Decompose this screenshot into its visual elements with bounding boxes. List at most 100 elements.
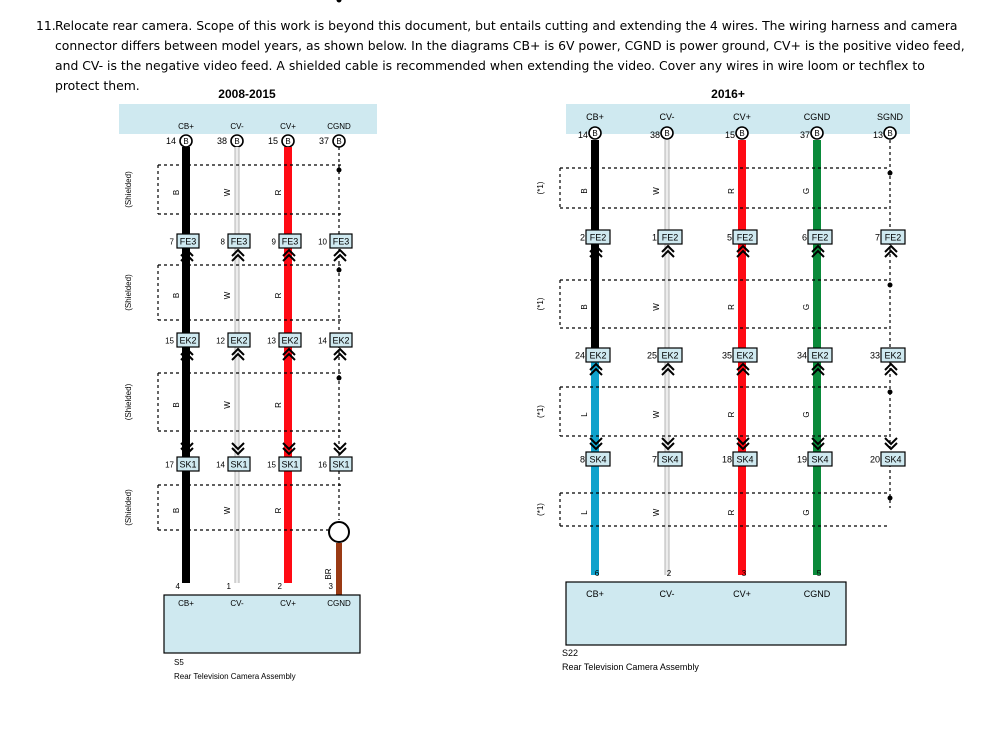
pin-number: 24: [575, 351, 585, 361]
wire-color-code: R: [274, 189, 283, 195]
connector-name: SK1: [332, 460, 349, 470]
pin-number: 15: [268, 136, 278, 146]
pin-number: 3: [742, 569, 747, 578]
connector-box: [657, 229, 683, 245]
pin-letter: B: [183, 137, 188, 146]
connector-box: [880, 229, 906, 245]
up-chevron-icon: [333, 248, 347, 262]
connector-box: [329, 233, 353, 249]
wire-color-code: R: [727, 509, 736, 515]
pin-letter: B: [739, 129, 744, 138]
pin-number: 5: [727, 233, 732, 243]
up-chevron-icon: [333, 347, 347, 361]
connector-name: SK1: [179, 460, 196, 470]
connector-box: [278, 233, 302, 249]
pin-circle: [588, 126, 602, 140]
connector-box: [585, 229, 611, 245]
shield-label: (Shielded): [124, 171, 133, 208]
down-chevron-icon: [736, 437, 750, 451]
up-chevron-icon: [231, 248, 245, 262]
wire-color-code: W: [223, 291, 232, 299]
pin-number: 20: [870, 455, 880, 465]
pin-number: 14: [578, 130, 588, 140]
pin-circle: [660, 126, 674, 140]
connector-name: SK4: [811, 455, 828, 465]
up-chevron-icon: [736, 244, 750, 258]
up-chevron-icon: [282, 248, 296, 262]
wire-color-code: L: [580, 412, 589, 417]
connector-name: SK4: [884, 455, 901, 465]
up-chevron-icon: [231, 347, 245, 361]
down-chevron-icon: [180, 442, 194, 456]
down-chevron-icon: [231, 442, 245, 456]
connector-box: [227, 332, 251, 348]
drain-terminal-icon: [328, 521, 350, 543]
wire-color-code: B: [172, 402, 181, 407]
wire-color-code: W: [652, 303, 661, 311]
instruction-step: 11. Relocate rear camera. Scope of this …: [36, 16, 966, 96]
terminal-label: CB+: [586, 589, 604, 599]
pin-number: 25: [647, 351, 657, 361]
connector-name: EK2: [281, 336, 298, 346]
pin-letter: B: [336, 137, 341, 146]
pin-circle: [735, 126, 749, 140]
connector-box: [807, 347, 833, 363]
connector-name: FE2: [662, 233, 679, 243]
pin-letter: B: [234, 137, 239, 146]
connector-box: [329, 332, 353, 348]
wire-color-code: B: [580, 304, 589, 309]
pin-number: 5: [817, 569, 822, 578]
shield-label: (*1): [536, 503, 545, 516]
terminal-label: CB+: [178, 599, 194, 608]
connector-box: [176, 233, 200, 249]
pin-number: 10: [318, 238, 327, 247]
connector-name: SK1: [230, 460, 247, 470]
pin-number: 17: [165, 461, 174, 470]
connector-name: SK4: [589, 455, 606, 465]
down-chevron-icon: [661, 437, 675, 451]
terminal-label: CV+: [733, 112, 751, 122]
pin-number: 18: [722, 455, 732, 465]
wire-color-code: W: [223, 506, 232, 514]
connector-box: [176, 456, 200, 472]
wire-color-code: B: [172, 190, 181, 195]
pin-number: 13: [267, 337, 276, 346]
connector-name: SK4: [736, 455, 753, 465]
shield-drain-dot: [887, 495, 893, 501]
up-chevron-icon: [736, 362, 750, 376]
pin-letter: B: [814, 129, 819, 138]
shield-label: (Shielded): [124, 274, 133, 311]
pin-number: 15: [165, 337, 174, 346]
pin-letter: B: [887, 129, 892, 138]
wire-color-code: R: [727, 411, 736, 417]
pin-number: 12: [216, 337, 225, 346]
connector-box: [732, 451, 758, 467]
connector-name: FE2: [590, 233, 607, 243]
wire-color-code: W: [652, 187, 661, 195]
terminal-label: CV+: [280, 599, 296, 608]
shield-drain-dot: [887, 282, 893, 288]
camera-connector: [565, 581, 847, 646]
pin-number: 15: [725, 130, 735, 140]
pin-number: 3: [329, 582, 334, 591]
pin-number: 6: [802, 233, 807, 243]
wire-color-code: G: [802, 304, 811, 310]
wire-color-code: R: [274, 402, 283, 408]
connector-name: EK2: [661, 351, 678, 361]
pin-letter: B: [664, 129, 669, 138]
connector-box: [732, 229, 758, 245]
connector-name: EK2: [179, 336, 196, 346]
pin-number: 1: [652, 233, 657, 243]
connector-name: FE3: [180, 237, 197, 247]
up-chevron-icon: [811, 362, 825, 376]
connector-box: [585, 451, 611, 467]
shield-drain-dot: [336, 0, 342, 3]
down-chevron-icon: [589, 437, 603, 451]
pin-circle: [810, 126, 824, 140]
shield-label: (Shielded): [124, 383, 133, 420]
terminal-label: CV+: [280, 122, 296, 131]
shield-label: (*1): [536, 405, 545, 418]
wire-color-code: R: [727, 188, 736, 194]
pin-number: 33: [870, 351, 880, 361]
wire-color-code: L: [580, 510, 589, 515]
